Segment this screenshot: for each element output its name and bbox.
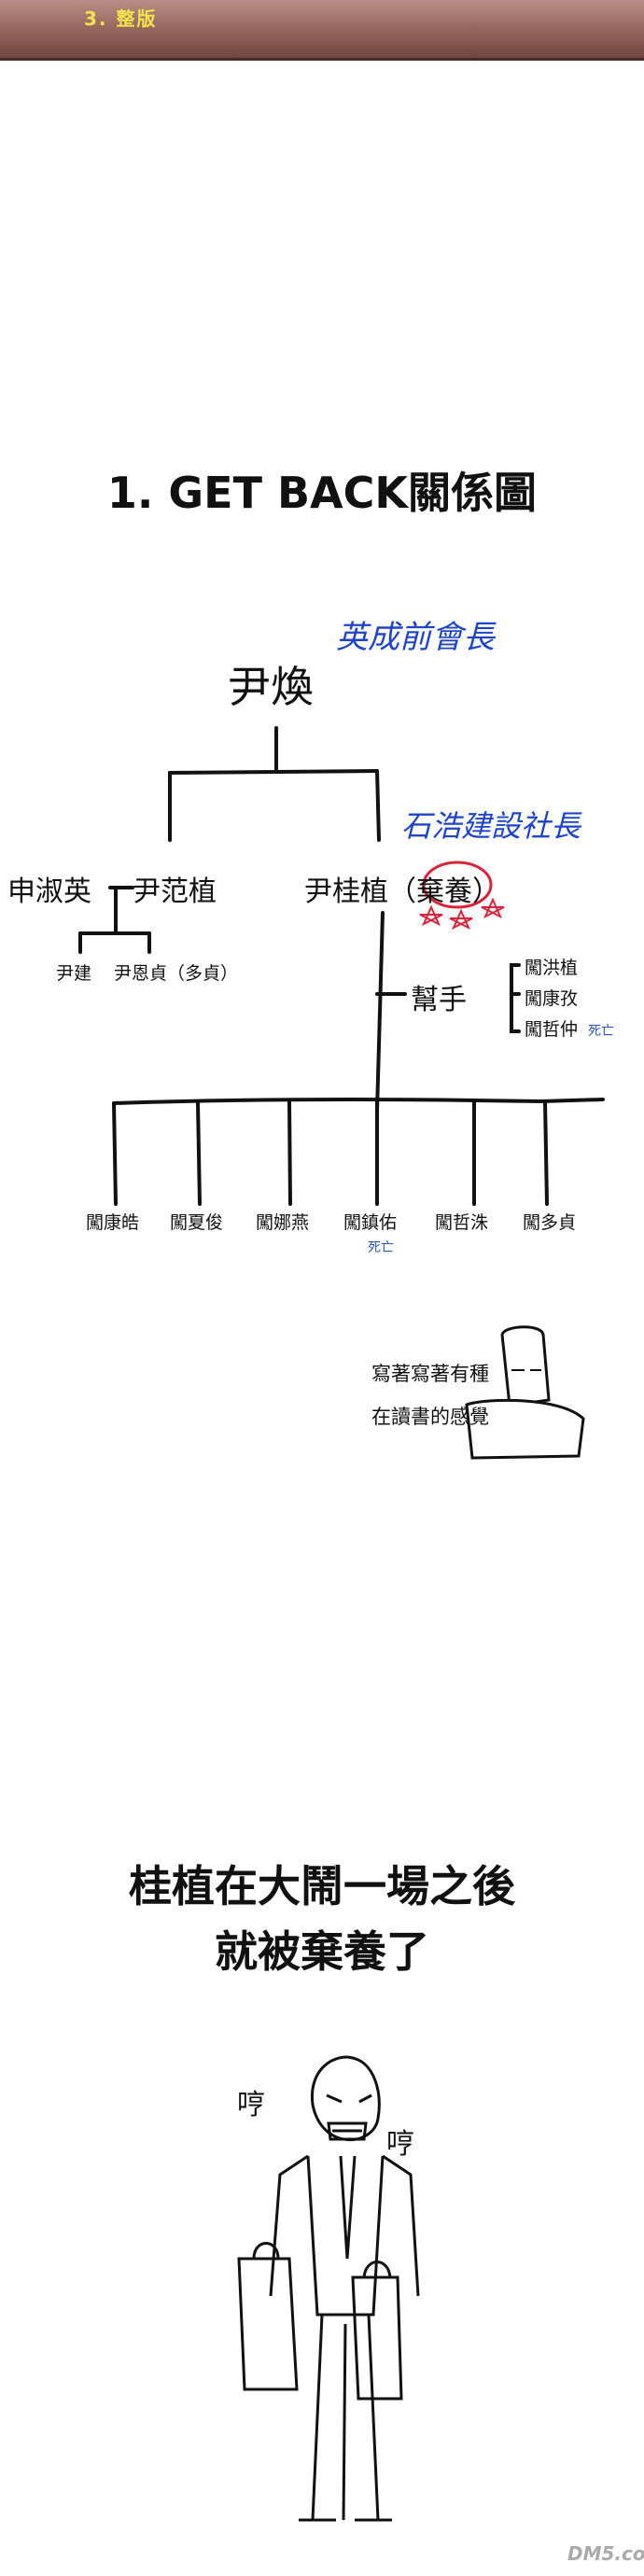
child-node-3: 闖娜燕	[256, 1212, 310, 1233]
line-bottom-bar-right	[539, 1098, 605, 1103]
comment-line-1: 寫著寫著有種	[371, 1363, 489, 1385]
line-bottom-bar-left	[112, 1098, 543, 1105]
helper-bracket	[510, 963, 521, 1033]
child-dead-mark: 死亡	[368, 1240, 394, 1255]
section-title: 1. GET BACK關係圖	[106, 468, 538, 518]
watermark: DM5.com	[567, 2542, 644, 2565]
reading-character-sketch	[465, 1325, 585, 1460]
child-node-2: 闖夏俊	[170, 1212, 224, 1233]
red-stars	[419, 897, 505, 931]
section2-line-1: 桂植在大鬧一場之後	[129, 1861, 515, 1911]
comment-line-2: 在讀書的感覺	[371, 1406, 489, 1428]
line-c3	[287, 1099, 292, 1206]
child-node-1: 闖康皓	[86, 1212, 140, 1233]
red-circle	[422, 861, 493, 909]
line-to-yoon-gye	[375, 769, 381, 842]
ceo-note: 石浩建設社長	[401, 808, 581, 844]
node-shin: 申淑英	[7, 875, 91, 908]
helper-3: 闖哲仲	[525, 1019, 579, 1040]
sfx-left: 哼	[237, 2089, 265, 2121]
line-gye-down	[375, 911, 385, 1113]
node-grandfather: 尹煥	[228, 662, 314, 712]
helper-dead-mark: 死亡	[588, 1024, 614, 1039]
node-child2: 尹恩貞（多貞）	[114, 963, 239, 984]
child-node-5: 闖哲洙	[435, 1212, 489, 1233]
angry-man-sketch	[237, 2055, 420, 2522]
top-bar: 3. 整版	[0, 0, 644, 61]
sfx-right: 哼	[386, 2128, 414, 2161]
helper-label: 幫手	[411, 984, 467, 1016]
helper-2: 闖康孜	[525, 988, 579, 1009]
line-c2	[196, 1101, 202, 1206]
line-c1	[112, 1101, 118, 1206]
child-node-6: 闖多貞	[523, 1212, 577, 1233]
helper-1: 闖洪植	[525, 958, 579, 978]
node-yoon-bum: 尹范植	[133, 875, 217, 908]
node-child1: 尹建	[56, 963, 92, 984]
section2-line-2: 就被棄養了	[215, 1926, 429, 1977]
line-children-bar	[168, 769, 379, 775]
node-yoon-gye: 尹桂植（棄養）	[304, 875, 500, 908]
chapter-label: 3. 整版	[84, 7, 158, 30]
line-c6	[543, 1099, 549, 1206]
child-node-4: 闖鎮佑	[343, 1212, 398, 1233]
former-president-note: 英成前會長	[336, 619, 495, 656]
